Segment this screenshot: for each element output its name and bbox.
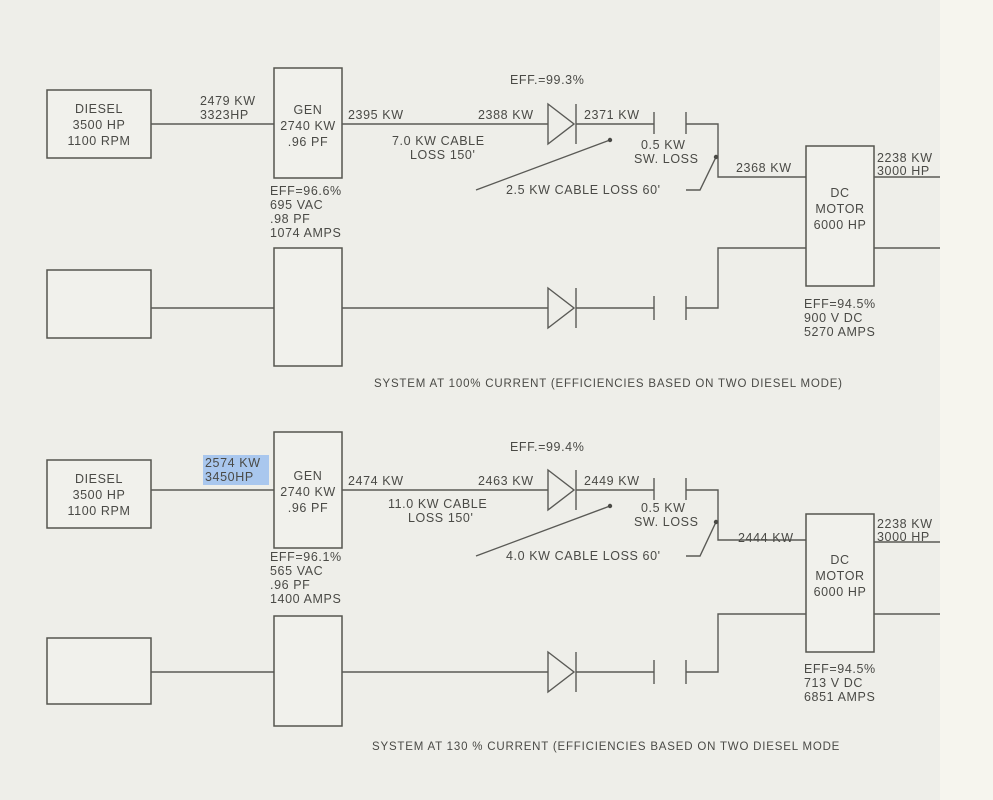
generator-box [273,431,343,549]
rect-in-kw: 2463 KW [478,474,534,488]
motor-box [805,145,875,287]
rect-out-kw: 2371 KW [584,108,640,122]
rect-out-kw: 2449 KW [584,474,640,488]
diesel-rpm: 1100 RPM [68,504,131,518]
motor-label: MOTOR [815,202,864,216]
cable-loss: 11.0 KW CABLE [388,497,487,511]
motor-out-hp: 3000 HP [877,530,930,544]
motor-in-kw: 2368 KW [736,161,792,175]
gen-pf-out: .98 PF [270,212,310,226]
document-page [0,0,940,800]
diesel-rpm: 1100 RPM [68,134,131,148]
rectifier-symbol [547,468,576,512]
diesel-box-2 [46,269,152,339]
gen-out-kw: 2395 KW [348,108,404,122]
motor-out-kw: 2238 KW [877,151,933,165]
motor-amps: 6851 AMPS [804,690,875,704]
motor-in-kw: 2444 KW [738,531,794,545]
motor-out-kw: 2238 KW [877,517,933,531]
generator-box-2 [273,615,343,727]
dc-line-4 [686,613,806,673]
motor-amps: 5270 AMPS [804,325,875,339]
gen-kw: 2740 KW [280,485,336,499]
gen-vac: 565 VAC [270,564,323,578]
diagram-130-percent: DIESEL 3500 HP 1100 RPM 2574 KW 3450HP G… [46,431,940,753]
motor-vdc: 900 V DC [804,311,863,325]
gen-pf: .96 PF [288,501,328,515]
pointer-line-2 [686,521,717,557]
sw-loss-label: SW. LOSS [634,515,699,529]
diesel-box-2 [46,637,152,705]
sw-loss-kw: 0.5 KW [641,501,686,515]
gen-label: GEN [294,103,323,117]
input-kw: 2479 KW [200,94,256,108]
diagram-caption: SYSTEM AT 100% CURRENT (EFFICIENCIES BAS… [374,378,843,390]
gen-amps: 1400 AMPS [270,592,341,606]
pointer-line-1 [475,505,611,557]
gen-eff: EFF=96.1% [270,550,342,564]
input-hp[interactable]: 3450HP [205,470,254,484]
text-selection-highlight[interactable] [203,455,269,485]
gen-label: GEN [294,469,323,483]
junction-dot [607,503,613,509]
junction-dot [607,137,613,143]
motor-out-hp: 3000 HP [877,164,930,178]
diesel-hp: 3500 HP [73,118,126,132]
motor-hp: 6000 HP [814,585,867,599]
rect-in-kw: 2388 KW [478,108,534,122]
motor-label: MOTOR [815,569,864,583]
motor-dc: DC [830,186,849,200]
input-hp: 3323HP [200,108,249,122]
rect-eff: EFF.=99.3% [510,73,584,87]
gen-vac: 695 VAC [270,198,323,212]
sw-loss-kw: 0.5 KW [641,138,686,152]
diesel-box [46,459,152,529]
pointer-line-1 [475,139,611,191]
diesel-box [46,89,152,159]
diagram-caption: SYSTEM AT 130 % CURRENT (EFFICIENCIES BA… [372,741,840,753]
gen-kw: 2740 KW [280,119,336,133]
cable2-loss: 2.5 KW CABLE LOSS 60' [506,183,661,197]
generator-box [273,67,343,179]
cable-length: LOSS 150' [408,511,473,525]
gen-out-kw: 2474 KW [348,474,404,488]
pointer-line-2 [686,156,717,191]
motor-dc: DC [830,553,849,567]
rect-eff: EFF.=99.4% [510,440,584,454]
rectifier-symbol-2 [547,650,576,694]
gen-amps: 1074 AMPS [270,226,341,240]
diagram-100-percent: DIESEL 3500 HP 1100 RPM 2479 KW 3323HP G… [46,67,940,390]
generator-box-2 [273,247,343,367]
input-kw[interactable]: 2574 KW [205,456,261,470]
cable-loss: 7.0 KW CABLE [392,134,485,148]
junction-dot [713,154,719,160]
motor-eff: EFF=94.5% [804,297,876,311]
cable-length: LOSS 150' [410,148,475,162]
motor-vdc: 713 V DC [804,676,863,690]
rectifier-symbol [547,102,576,146]
gen-pf-out: .96 PF [270,578,310,592]
diesel-label: DIESEL [75,102,123,116]
motor-eff: EFF=94.5% [804,662,876,676]
cable2-loss: 4.0 KW CABLE LOSS 60' [506,549,661,563]
junction-dot [713,519,719,525]
dc-line-2 [686,489,806,541]
rectifier-symbol-2 [547,286,576,330]
motor-hp: 6000 HP [814,218,867,232]
gen-pf: .96 PF [288,135,328,149]
motor-box [805,513,875,653]
dc-line-2 [686,123,806,178]
dc-line-4 [686,247,806,309]
gen-eff: EFF=96.6% [270,184,342,198]
page-edge [940,0,993,800]
diesel-hp: 3500 HP [73,488,126,502]
diesel-label: DIESEL [75,472,123,486]
sw-loss-label: SW. LOSS [634,152,699,166]
